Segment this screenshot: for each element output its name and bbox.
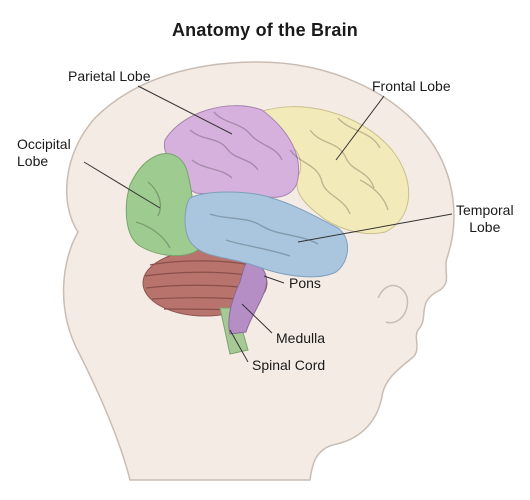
label-pons: Pons	[289, 275, 321, 291]
leader-line-occipital	[83, 161, 161, 209]
label-temporal-lobe: Temporal Lobe	[456, 202, 514, 236]
label-temporal-line-2: Lobe	[469, 219, 501, 235]
label-occipital-line-1: Occipital	[17, 136, 71, 152]
occipital-lobe	[125, 153, 199, 256]
leader-line-temporal	[297, 213, 453, 243]
leader-line-parietal	[137, 85, 233, 135]
label-occipital-lobe: Occipital Lobe	[17, 136, 71, 170]
leader-line-frontal	[335, 95, 385, 161]
label-occipital-line-2: Lobe	[17, 153, 49, 169]
label-frontal-lobe: Frontal Lobe	[372, 78, 451, 94]
diagram-title: Anatomy of the Brain	[171, 20, 358, 40]
frontal-lobe	[259, 106, 410, 235]
leader-line-spinal-cord	[229, 329, 249, 363]
temporal-lobe	[184, 191, 348, 278]
label-medulla: Medulla	[276, 330, 326, 346]
label-temporal-line-1: Temporal	[456, 202, 514, 218]
brainstem	[228, 261, 267, 335]
leader-line-medulla	[241, 303, 273, 334]
leader-line-pons	[263, 275, 285, 284]
leader-lines	[83, 85, 453, 363]
ear	[377, 284, 409, 324]
label-spinal-cord: Spinal Cord	[252, 357, 326, 373]
gyri-lines	[135, 111, 389, 257]
label-parietal-lobe: Parietal Lobe	[68, 68, 151, 84]
